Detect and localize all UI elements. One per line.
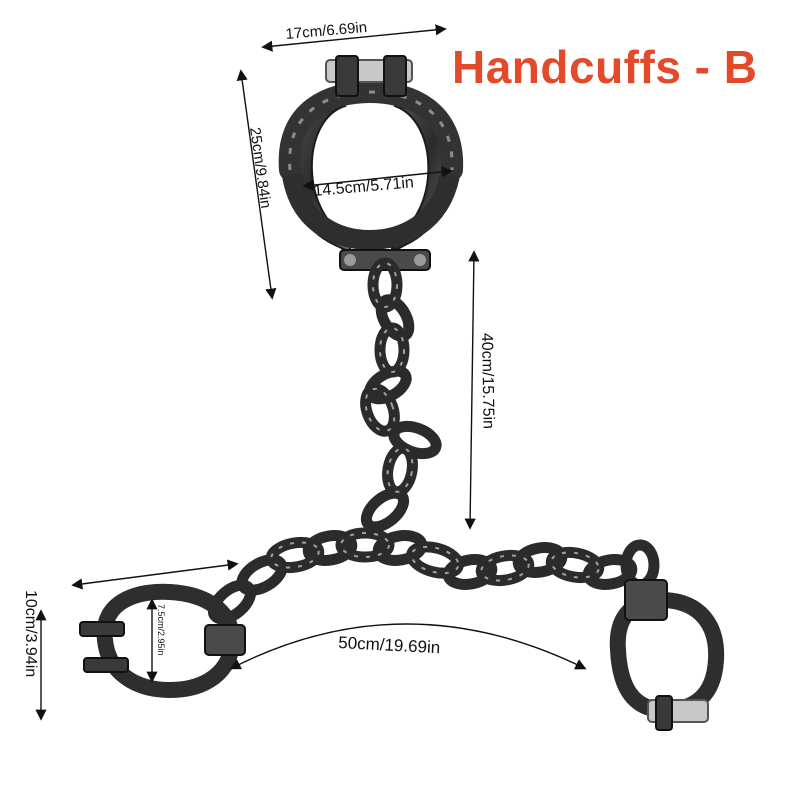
dim-top-height: 25cm/9.84in xyxy=(246,126,274,209)
vertical-chain xyxy=(360,257,442,533)
dim-bottom-span: 50cm/19.69in xyxy=(338,633,441,657)
dim-chain-length: 40cm/15.75in xyxy=(478,333,497,429)
dimension-lines xyxy=(35,24,587,721)
left-small-cuff xyxy=(79,583,246,699)
dim-small-width: 10cm/3.94in xyxy=(22,590,39,677)
dim-top-width: 17cm/6.69in xyxy=(285,19,368,43)
dim-top-inner: 14.5cm/5.71in xyxy=(313,174,415,200)
horizontal-chain xyxy=(207,527,660,625)
right-small-cuff xyxy=(609,579,725,731)
product-title: Handcuffs - B xyxy=(452,41,758,93)
dim-small-inner: 7.5cm/2.95in xyxy=(156,604,166,656)
large-cuff xyxy=(278,55,464,271)
